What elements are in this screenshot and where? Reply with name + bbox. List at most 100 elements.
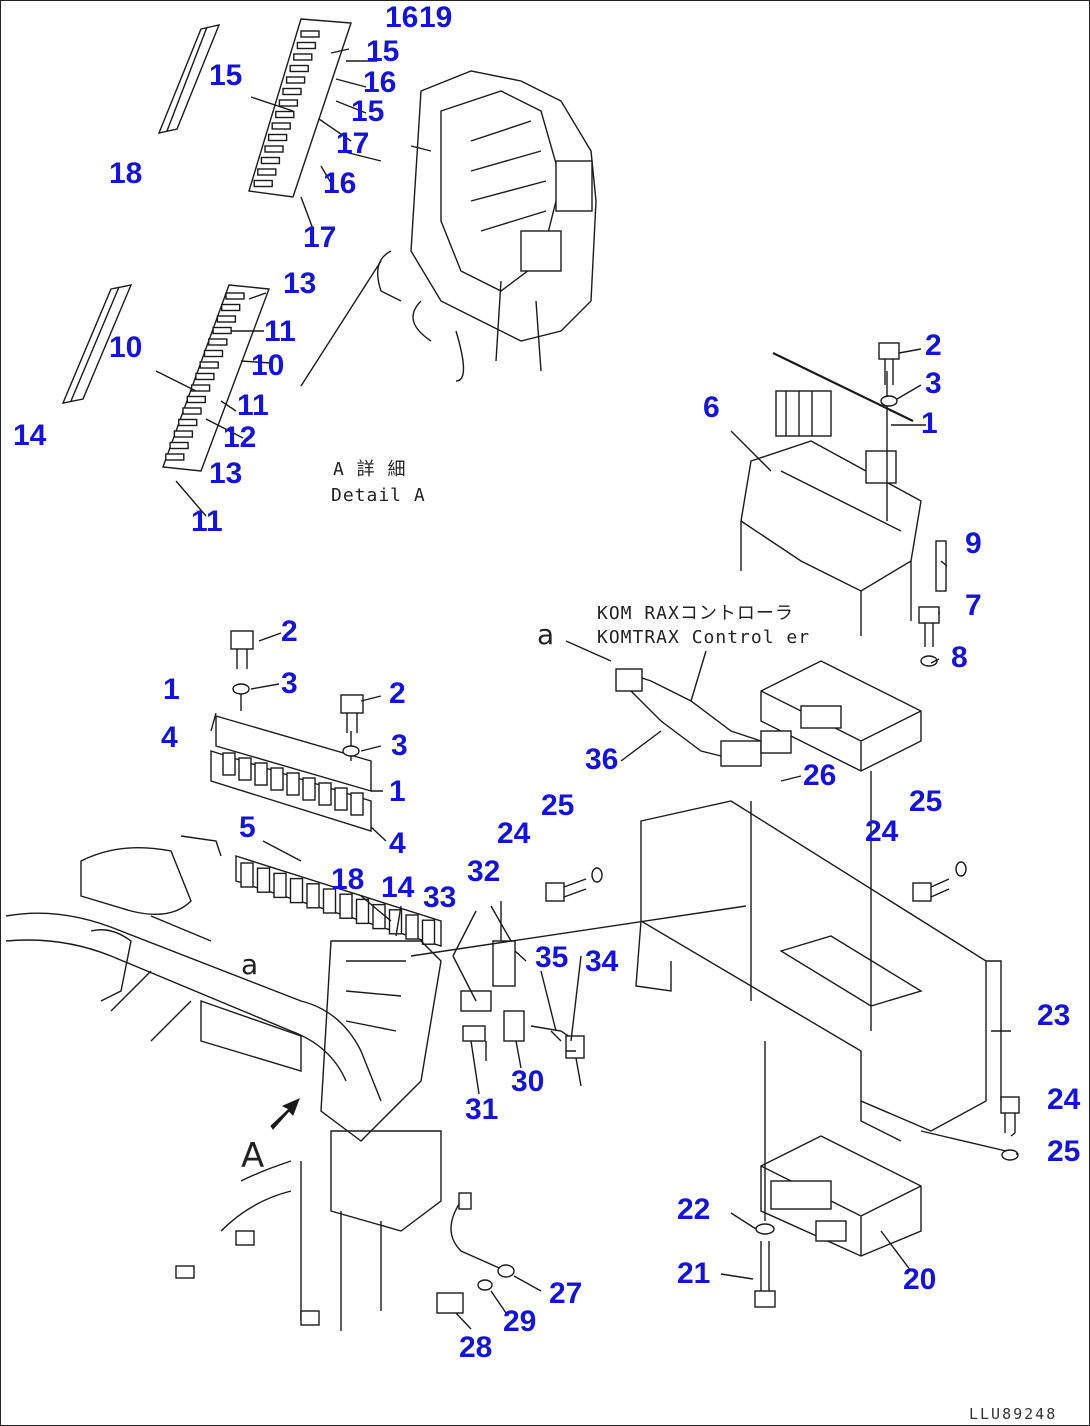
callout-5: 5 xyxy=(239,811,256,844)
callout-8: 8 xyxy=(951,641,968,674)
callout-17-a: 17 xyxy=(336,127,370,160)
fuse-tooth xyxy=(212,326,232,335)
fuse-tooth xyxy=(190,384,211,392)
callout-3-left-a: 3 xyxy=(281,667,298,700)
relay-block xyxy=(306,883,320,909)
callout-21: 21 xyxy=(677,1257,711,1290)
fuse-tooth xyxy=(271,122,291,130)
relay-block xyxy=(339,893,353,919)
callout-11-b: 11 xyxy=(237,389,269,422)
relay-strip-10-13 xyxy=(162,284,270,472)
callout-31: 31 xyxy=(465,1093,499,1126)
callout-10-a: 10 xyxy=(109,331,143,364)
marker-a-top: a xyxy=(537,618,555,651)
callout-27: 27 xyxy=(549,1277,583,1310)
fuse-tooth xyxy=(169,441,189,450)
callout-7: 7 xyxy=(965,589,982,622)
relay-block xyxy=(421,919,436,945)
komtrax-harness-36 xyxy=(565,640,792,767)
controller-20 xyxy=(760,1135,922,1257)
callout-17-b: 17 xyxy=(303,221,337,254)
fuse-tooth xyxy=(267,133,288,142)
fuse-tooth xyxy=(300,30,320,38)
fuse-tooth xyxy=(220,303,241,312)
relay-strip-15-17 xyxy=(248,18,352,198)
relay-block xyxy=(334,787,348,811)
fuse-tooth xyxy=(282,87,302,96)
callout-15-c: 15 xyxy=(351,95,385,128)
marker-a-bottom: a xyxy=(241,948,259,981)
drawing-code: LLU89248 xyxy=(969,1405,1058,1423)
fuse-tooth xyxy=(257,168,277,176)
callout-28: 28 xyxy=(459,1331,493,1364)
relay-block xyxy=(318,782,332,806)
view-label-a: A xyxy=(241,1136,265,1176)
fuse-tooth xyxy=(264,145,284,153)
callout-25-b: 25 xyxy=(909,785,943,818)
callout-4-b: 4 xyxy=(389,827,406,860)
callout-33: 33 xyxy=(423,881,457,914)
fuse-tooth xyxy=(225,292,245,300)
callout-1-right: 1 xyxy=(921,407,938,440)
callout-14-detail: 14 xyxy=(13,419,47,452)
relay-block xyxy=(254,762,268,786)
leader-lines xyxy=(155,48,1018,1330)
callout-35: 35 xyxy=(535,941,569,974)
relay-block xyxy=(388,909,403,935)
komtrax-caption-en: KOMTRAX Control er xyxy=(597,627,811,648)
fuse-tooth xyxy=(289,64,309,73)
fuse-tooth xyxy=(208,338,228,346)
callout-24-b: 24 xyxy=(865,815,899,848)
detail-a-caption-jp: A 詳 細 xyxy=(333,459,407,480)
fuse-tooth xyxy=(278,99,299,107)
fuse-tooth xyxy=(177,418,198,427)
relay-block xyxy=(355,898,370,925)
callout-22: 22 xyxy=(677,1193,711,1226)
relay-cover-14-detail xyxy=(61,284,133,404)
callout-15-a: 15 xyxy=(366,35,400,68)
callout-3-right: 3 xyxy=(925,367,942,400)
fuse-tooth xyxy=(186,395,207,404)
callout-2-right: 2 xyxy=(925,329,942,362)
callout-25-a: 25 xyxy=(541,789,575,822)
relay-block xyxy=(405,914,419,940)
callout-18-main: 18 xyxy=(331,863,365,896)
callout-13-a: 13 xyxy=(283,267,317,300)
relay-block xyxy=(222,752,236,776)
callout-29: 29 xyxy=(503,1305,537,1338)
callout-19: 19 xyxy=(419,1,453,34)
fuse-tooth xyxy=(165,453,185,461)
callout-25-c: 25 xyxy=(1047,1135,1081,1168)
callout-12: 12 xyxy=(223,421,257,454)
fuse-tooth xyxy=(173,430,194,438)
relay-block xyxy=(289,877,304,904)
callout-34: 34 xyxy=(585,945,619,978)
callout-32: 32 xyxy=(467,855,501,888)
callout-18-top: 18 xyxy=(109,157,143,190)
callout-3-left-b: 3 xyxy=(391,729,408,762)
bolt-24-25 xyxy=(545,861,1020,1161)
relay-block xyxy=(240,862,254,888)
komtrax-caption-jp: KOM RAXコントローラ xyxy=(597,603,794,624)
callout-20: 20 xyxy=(903,1263,937,1296)
callout-10-b: 10 xyxy=(251,349,285,382)
callout-36: 36 xyxy=(585,743,619,776)
relay-block xyxy=(350,792,364,816)
relay-parts-30-35 xyxy=(452,901,585,1087)
callout-6: 6 xyxy=(703,391,720,424)
detail-a-harness-block xyxy=(300,70,597,387)
ground-cable-27-29 xyxy=(436,1192,515,1314)
relay-block xyxy=(273,872,287,899)
callout-2-left-a: 2 xyxy=(281,615,298,648)
fuse-tooth xyxy=(182,407,202,415)
fuse-tooth xyxy=(195,372,215,381)
relay-block xyxy=(322,888,337,914)
fuse-tooth xyxy=(203,349,224,358)
detail-a-caption-en: Detail A xyxy=(331,485,426,506)
callout-1-left-a: 1 xyxy=(163,673,180,706)
fuse-tooth xyxy=(296,41,317,50)
relay-block xyxy=(256,867,271,893)
controller-bracket-23 xyxy=(410,771,1002,1142)
fuse-tooth xyxy=(275,110,295,119)
